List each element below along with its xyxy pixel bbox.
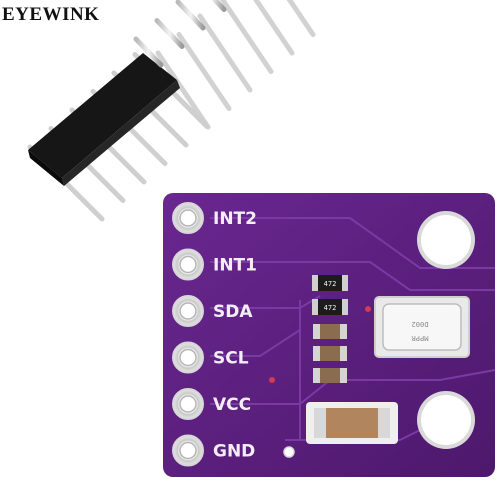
sensor-marking-line1: D002 xyxy=(412,320,429,328)
pin-hole xyxy=(179,395,197,413)
header-plastic-body xyxy=(28,53,180,186)
capacitor-c2 xyxy=(313,346,347,361)
sensor-marking-line2: MPPR xyxy=(411,334,429,342)
header-pin xyxy=(253,0,295,56)
mounting-hole-top xyxy=(417,211,475,269)
pin-hole xyxy=(179,255,197,274)
mounting-hole-bottom xyxy=(417,391,475,449)
capacitor-c3 xyxy=(313,368,347,383)
header-pin xyxy=(286,0,316,37)
header-pin xyxy=(197,13,253,93)
header-pin xyxy=(154,18,185,49)
header-pin xyxy=(133,36,164,68)
capacitor-large xyxy=(306,402,398,444)
header-pin xyxy=(176,32,232,111)
pin-hole xyxy=(179,209,197,227)
vias xyxy=(269,306,371,458)
pin-hole xyxy=(179,348,197,367)
pin-label-sda: SDA xyxy=(213,302,253,322)
pin-label-vcc: VCC xyxy=(213,395,251,415)
pin-header xyxy=(27,0,316,222)
pin-hole xyxy=(179,441,197,460)
resistor-r2: 472 xyxy=(312,299,348,315)
header-pin xyxy=(175,0,206,31)
header-pin xyxy=(219,0,274,74)
pin-label-int2: INT2 xyxy=(213,209,257,229)
pin-pads xyxy=(172,202,204,467)
pin-label-gnd: GND xyxy=(213,442,255,462)
resistor-r1-marking: 472 xyxy=(324,280,337,288)
pressure-sensor: D002 MPPR xyxy=(374,296,470,358)
pin-label-scl: SCL xyxy=(213,349,249,369)
resistor-r1: 472 xyxy=(312,275,348,291)
capacitor-c1 xyxy=(313,324,347,339)
header-pin xyxy=(211,0,227,12)
pin-hole xyxy=(179,302,197,320)
pin-label-int1: INT1 xyxy=(213,256,257,276)
resistor-r2-marking: 472 xyxy=(324,304,337,312)
header-pin xyxy=(155,50,211,130)
brand-watermark: EYEWINK xyxy=(2,4,100,25)
